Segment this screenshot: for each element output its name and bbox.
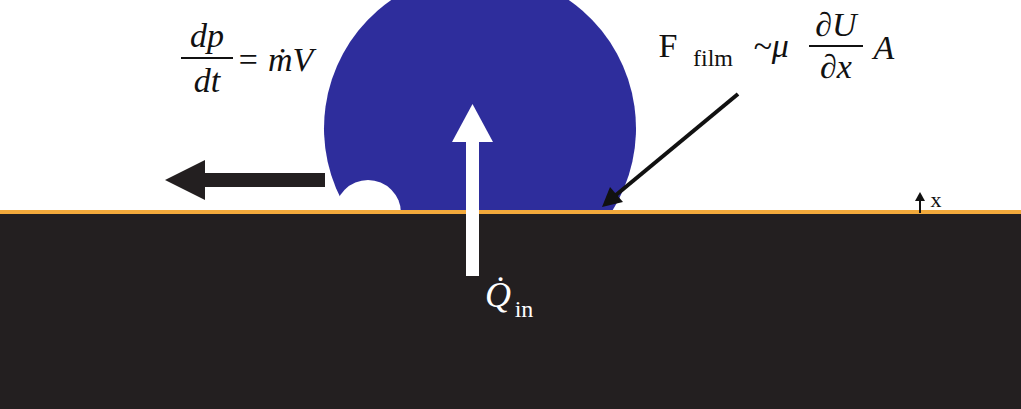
heat-subscript: in [515, 296, 534, 322]
axis-arrow [915, 192, 925, 213]
area-symbol: A [874, 29, 895, 66]
substrate [0, 213, 1021, 409]
force-symbol: F [659, 27, 678, 64]
gradient-denominator: ∂x [820, 48, 852, 85]
leader-arrow [602, 94, 738, 207]
axis-label: x [931, 188, 942, 212]
droplet [324, 0, 636, 213]
derivative-numerator: dp [190, 17, 224, 54]
film-layer [0, 210, 1021, 214]
heat-symbol: Q̇ [485, 276, 511, 316]
force-subscript: film [693, 45, 733, 71]
gradient-numerator: ∂U [815, 6, 856, 43]
momentum-arrow [165, 160, 325, 200]
heat-arrow [452, 104, 493, 276]
vapor-bubble [335, 180, 401, 213]
momentum-rate: = ṁV [237, 41, 314, 78]
derivative-denominator: dt [194, 62, 220, 99]
viscosity-symbol: ~μ [753, 27, 788, 64]
